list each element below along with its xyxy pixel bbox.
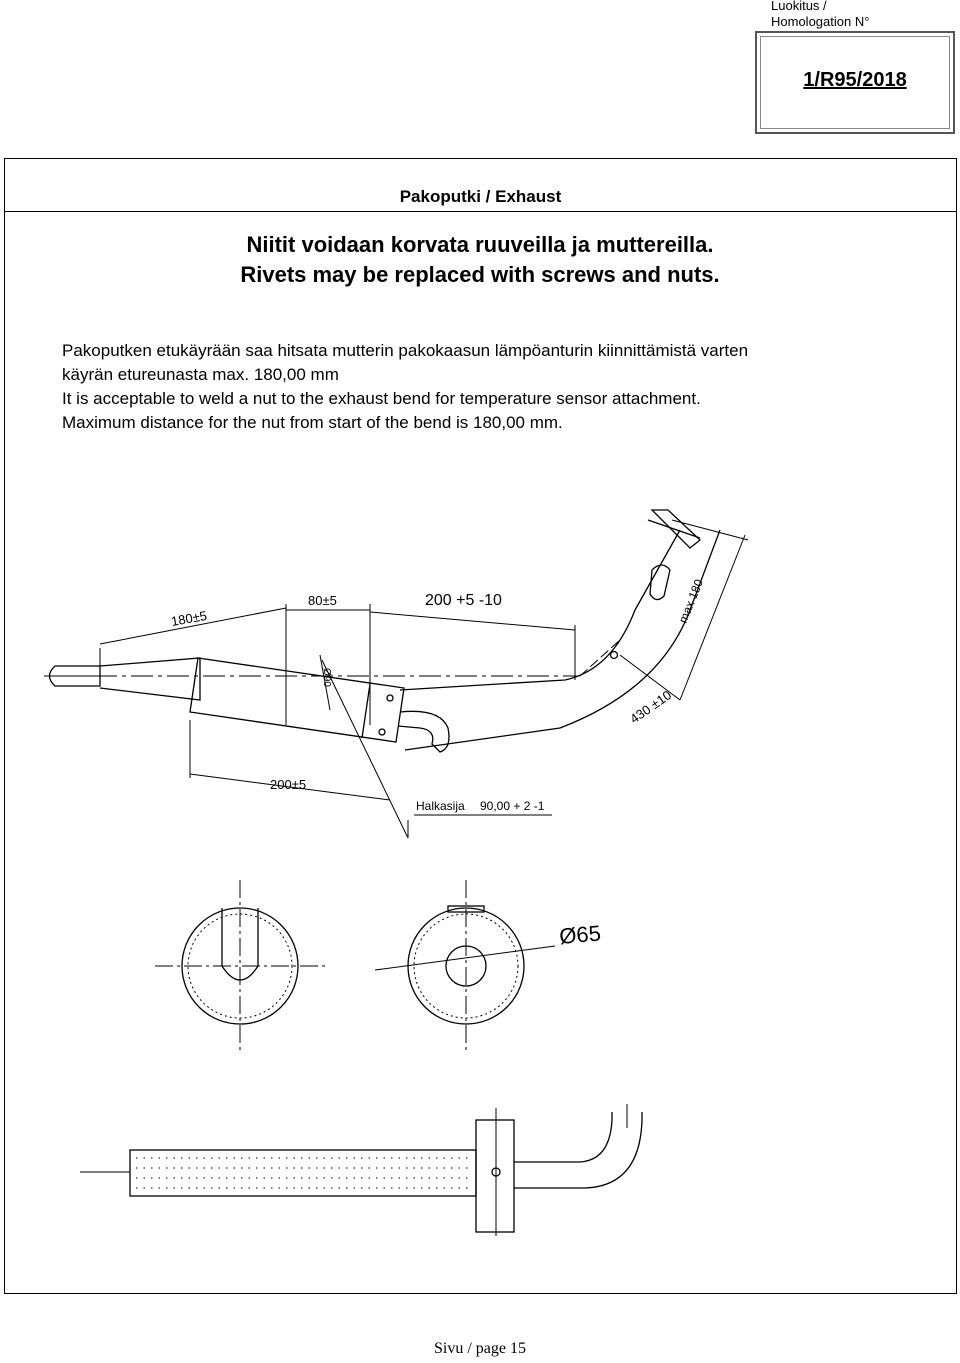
homologation-label-line1: Luokitus / [771,0,827,13]
homologation-number: 1/R95/2018 [803,69,907,91]
paragraph-line-3: It is acceptable to weld a nut to the ex… [62,389,701,408]
homologation-label: Luokitus / Homologation N° [771,0,869,30]
dim-line-180 [99,607,287,645]
muffler-body [189,657,405,743]
bottom-flange-hole [491,1167,501,1177]
halkasija-label: Halkasija [416,799,465,813]
paragraph-line-4: Maximum distance for the nut from start … [62,413,563,432]
inlet-tip [48,665,101,687]
bend-centerline [579,639,621,677]
tail-pipe [397,710,450,753]
end-view-left [155,880,325,1050]
perforated-tube [129,1149,477,1197]
bend-pipe-inner [399,529,681,691]
homologation-box: 1/R95/2018 [755,31,955,134]
dim-text-200-bottom: 200±5 [270,777,306,792]
dim-text-max180: max 180 [676,577,706,625]
homologation-box-inner: 1/R95/2018 [760,36,950,129]
sensor-bracket [649,564,671,601]
side-view [44,509,721,753]
end-view-right [374,880,556,1050]
halkasija-leader [321,659,409,839]
end-view-right-dim-line [374,945,556,971]
dim-text-diam: Ø90 [321,668,332,687]
bottom-bend-inner [514,1112,613,1163]
halkasija-value: 90,00 + 2 -1 [480,799,545,813]
dim-text-200-top: 200 +5 -10 [425,592,502,609]
page-footer: Sivu / page 15 [434,1340,526,1357]
dim-text-diameter-65: Ø65 [558,920,602,949]
front-cone [99,657,201,701]
flange-hole-bottom [378,728,386,736]
bottom-view [80,1104,643,1236]
bottom-bend-outer [514,1112,643,1189]
dim-line-diam [319,654,331,711]
dim-line-200-bottom [189,773,391,801]
dimension-texts: 180±5 80±5 200 +5 -10 200±5 Ø90 max 180 … [170,577,706,813]
muffler-flange [361,683,371,739]
bend-end-flange [650,509,701,549]
bend-pipe-outer [404,529,721,751]
dimension-lines [99,519,749,839]
dim-ext-430 [619,654,681,701]
section-title-row: Pakoputki / Exhaust [5,159,956,212]
flange-hole-top [386,694,394,702]
note-finnish: Niitit voidaan korvata ruuveilla ja mutt… [246,232,714,257]
note-english: Rivets may be replaced with screws and n… [240,262,720,287]
dim-text-180: 180±5 [170,608,208,629]
homologation-label-line2: Homologation N° [771,14,870,29]
perforation-rows [136,1157,470,1189]
section-title: Pakoputki / Exhaust [399,187,562,206]
dim-line-max180 [679,534,746,701]
sensor-nut [609,650,619,660]
dim-line-200-top [369,611,576,631]
paragraph-line-2: käyrän etureunasta max. 180,00 mm [62,365,339,384]
dim-ext-max180 [671,519,749,541]
dim-text-80: 80±5 [308,593,337,608]
bend-end-edge [647,519,701,539]
end-view-left-circle [181,907,299,1025]
dim-text-430: 430 ±10 [627,687,674,726]
content-frame: Pakoputki / Exhaust [4,158,957,1294]
paragraph-line-1: Pakoputken etukäyrään saa hitsata mutter… [62,341,749,360]
bottom-flange [475,1119,515,1233]
